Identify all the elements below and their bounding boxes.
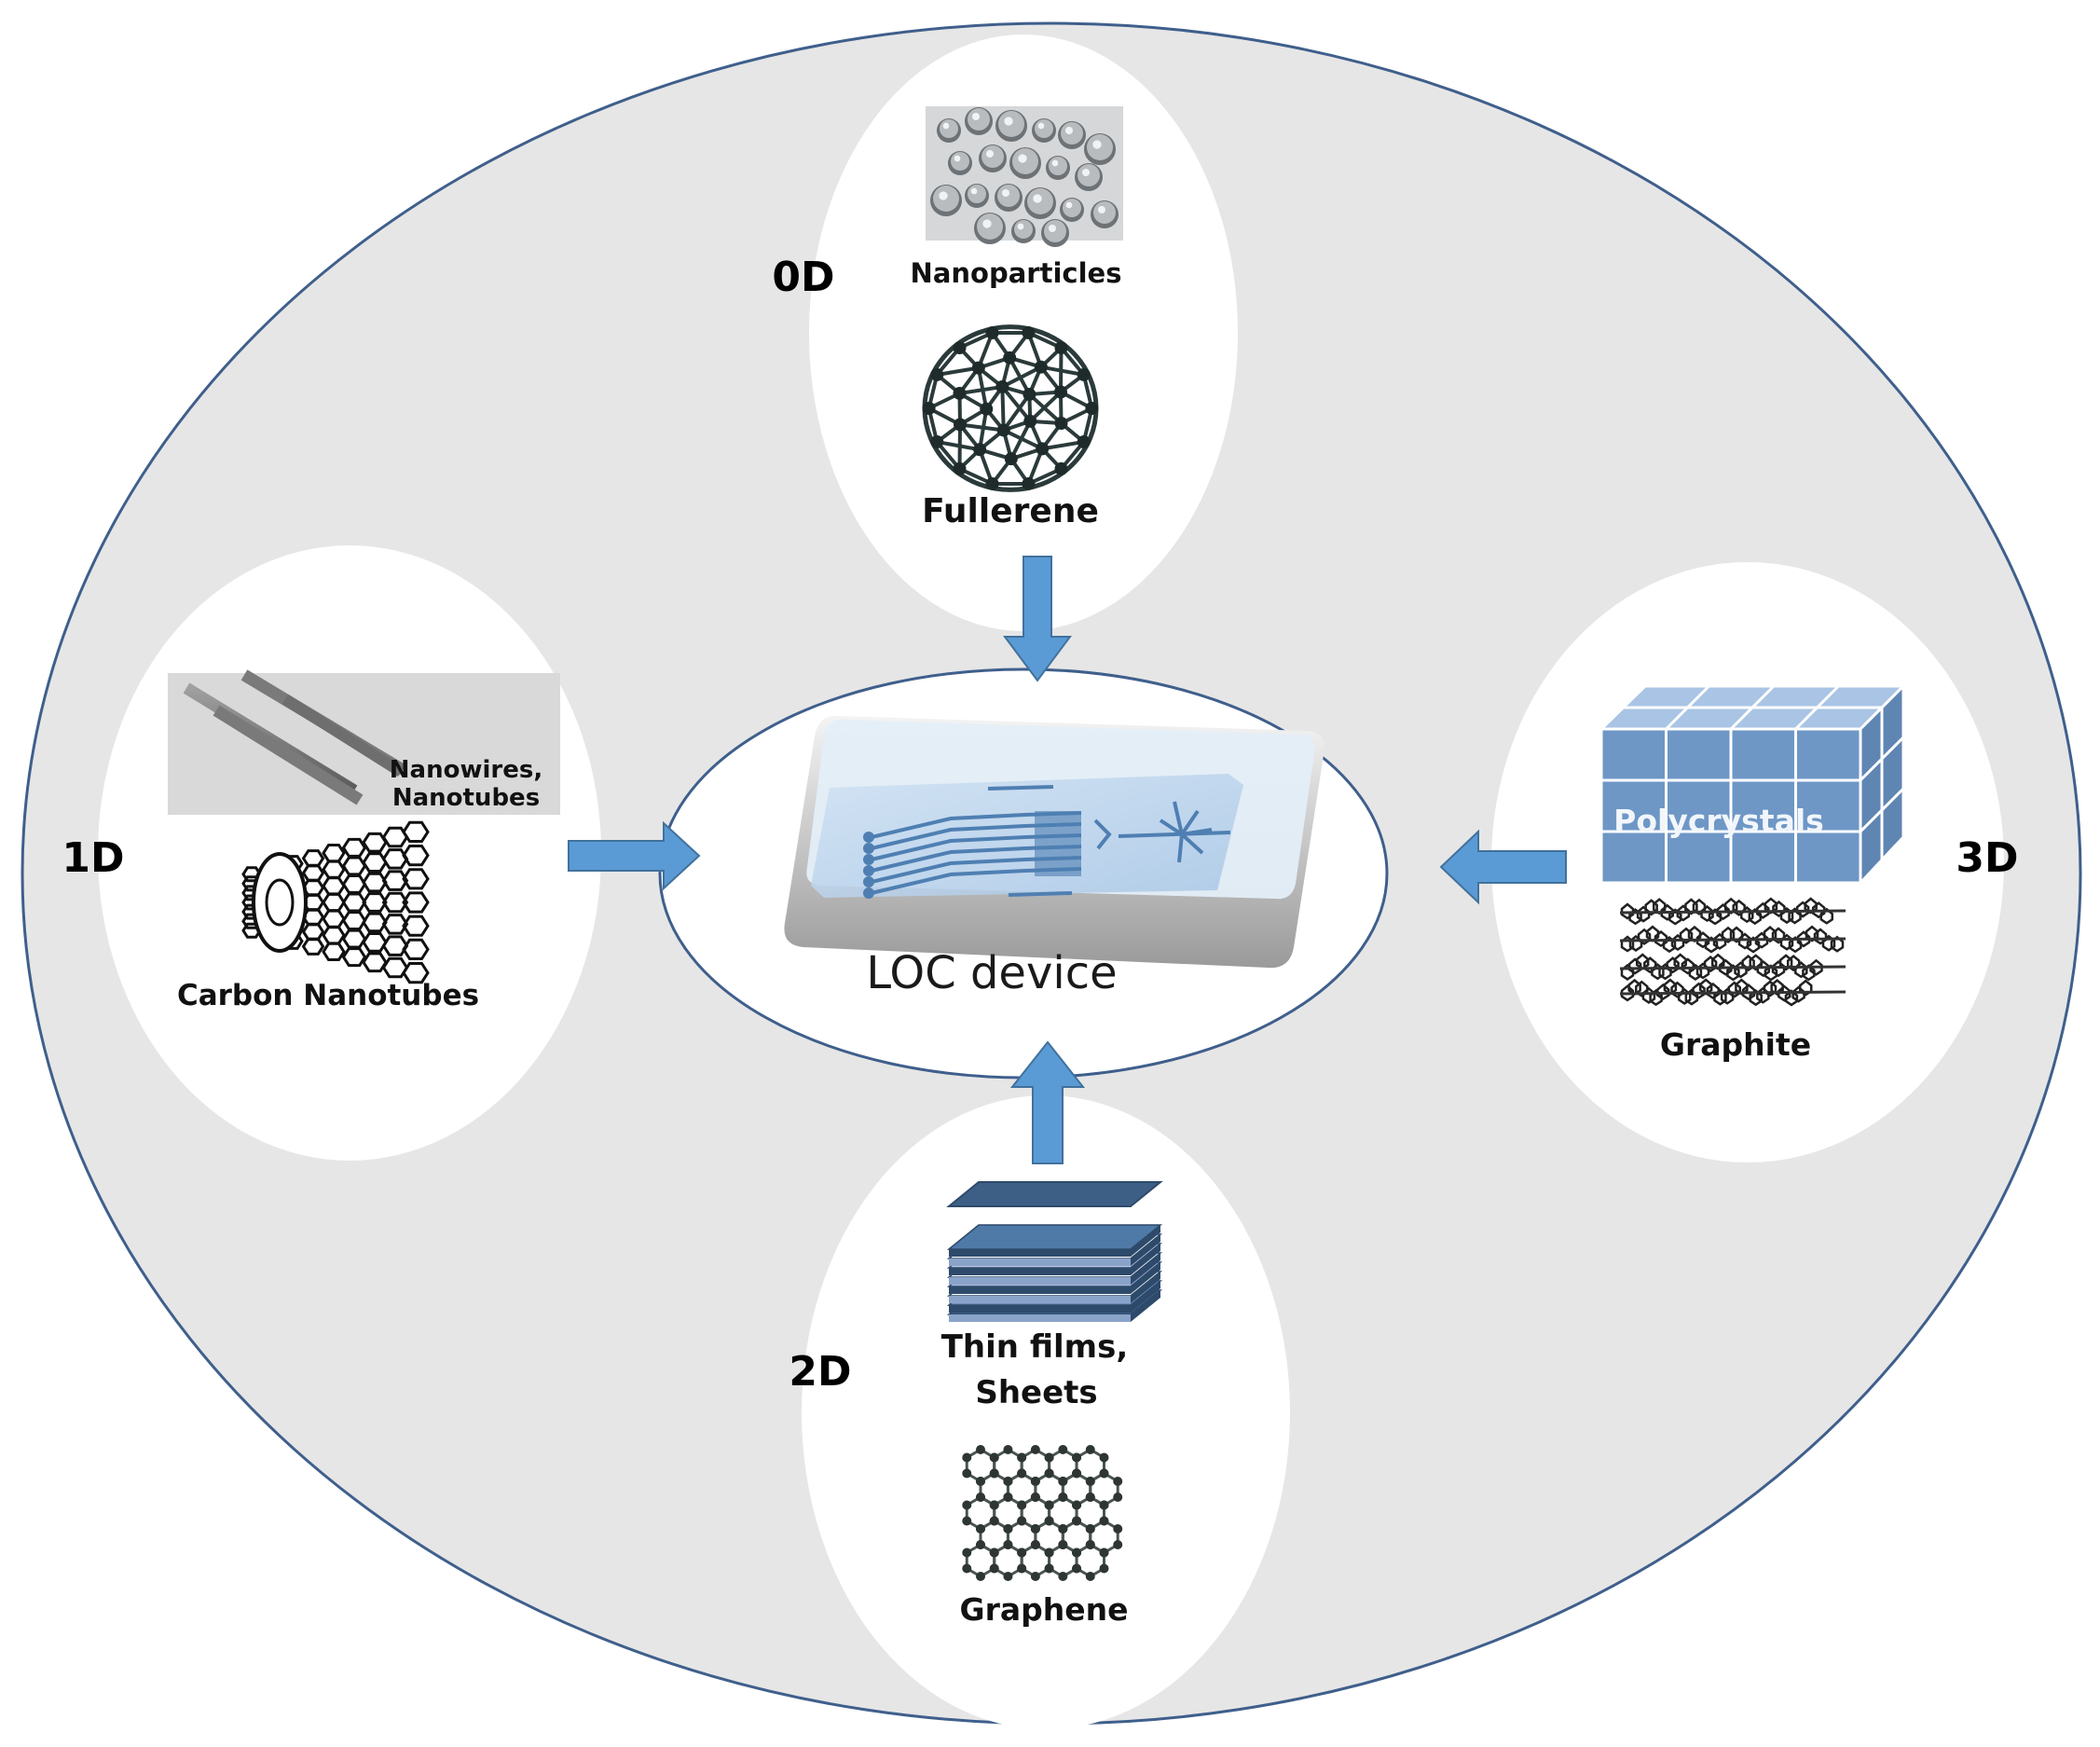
fullerene-label: Fullerene (922, 492, 1099, 530)
graphite-layers-icon (1619, 897, 1846, 1007)
graphene-lattice-icon (962, 1445, 1123, 1581)
arrow-right-1d (568, 820, 701, 891)
carbon-nanotube-icon (241, 820, 430, 984)
dimension-label-0d: 0D (772, 254, 834, 301)
nanowires-icon (168, 669, 560, 815)
fullerene-molecule-icon (922, 324, 1099, 492)
bubble-2d (802, 1095, 1290, 1729)
bubble-1d (98, 545, 601, 1161)
arrow-up-2d (1009, 1040, 1086, 1164)
thin-films-label-line2: Sheets (975, 1374, 1097, 1411)
nanowires-label-line2: Nanotubes (392, 784, 540, 812)
dimension-label-3d: 3D (1956, 834, 2018, 882)
lab-on-chip-icon (784, 715, 1325, 969)
arrow-down-0d (1003, 556, 1072, 682)
polycrystals-label: Polycrystals (1613, 803, 1824, 839)
arrow-left-3d (1439, 829, 1567, 905)
center-label: LOC device (866, 947, 1117, 999)
thin-films-label-line1: Thin films, (941, 1328, 1129, 1366)
dimension-label-1d: 1D (62, 834, 124, 882)
carbon-nanotubes-label: Carbon Nanotubes (177, 979, 479, 1012)
polycrystal-cube-icon (1598, 682, 1907, 887)
layered-sheets-icon (946, 1181, 1163, 1322)
graphene-label: Graphene (959, 1591, 1128, 1628)
graphite-label: Graphite (1660, 1026, 1811, 1063)
nanowires-label-line1: Nanowires, (390, 756, 542, 784)
nanoparticles-photo (926, 106, 1123, 247)
dimension-label-2d: 2D (789, 1348, 851, 1396)
nanoparticles-label: Nanoparticles (911, 257, 1122, 289)
